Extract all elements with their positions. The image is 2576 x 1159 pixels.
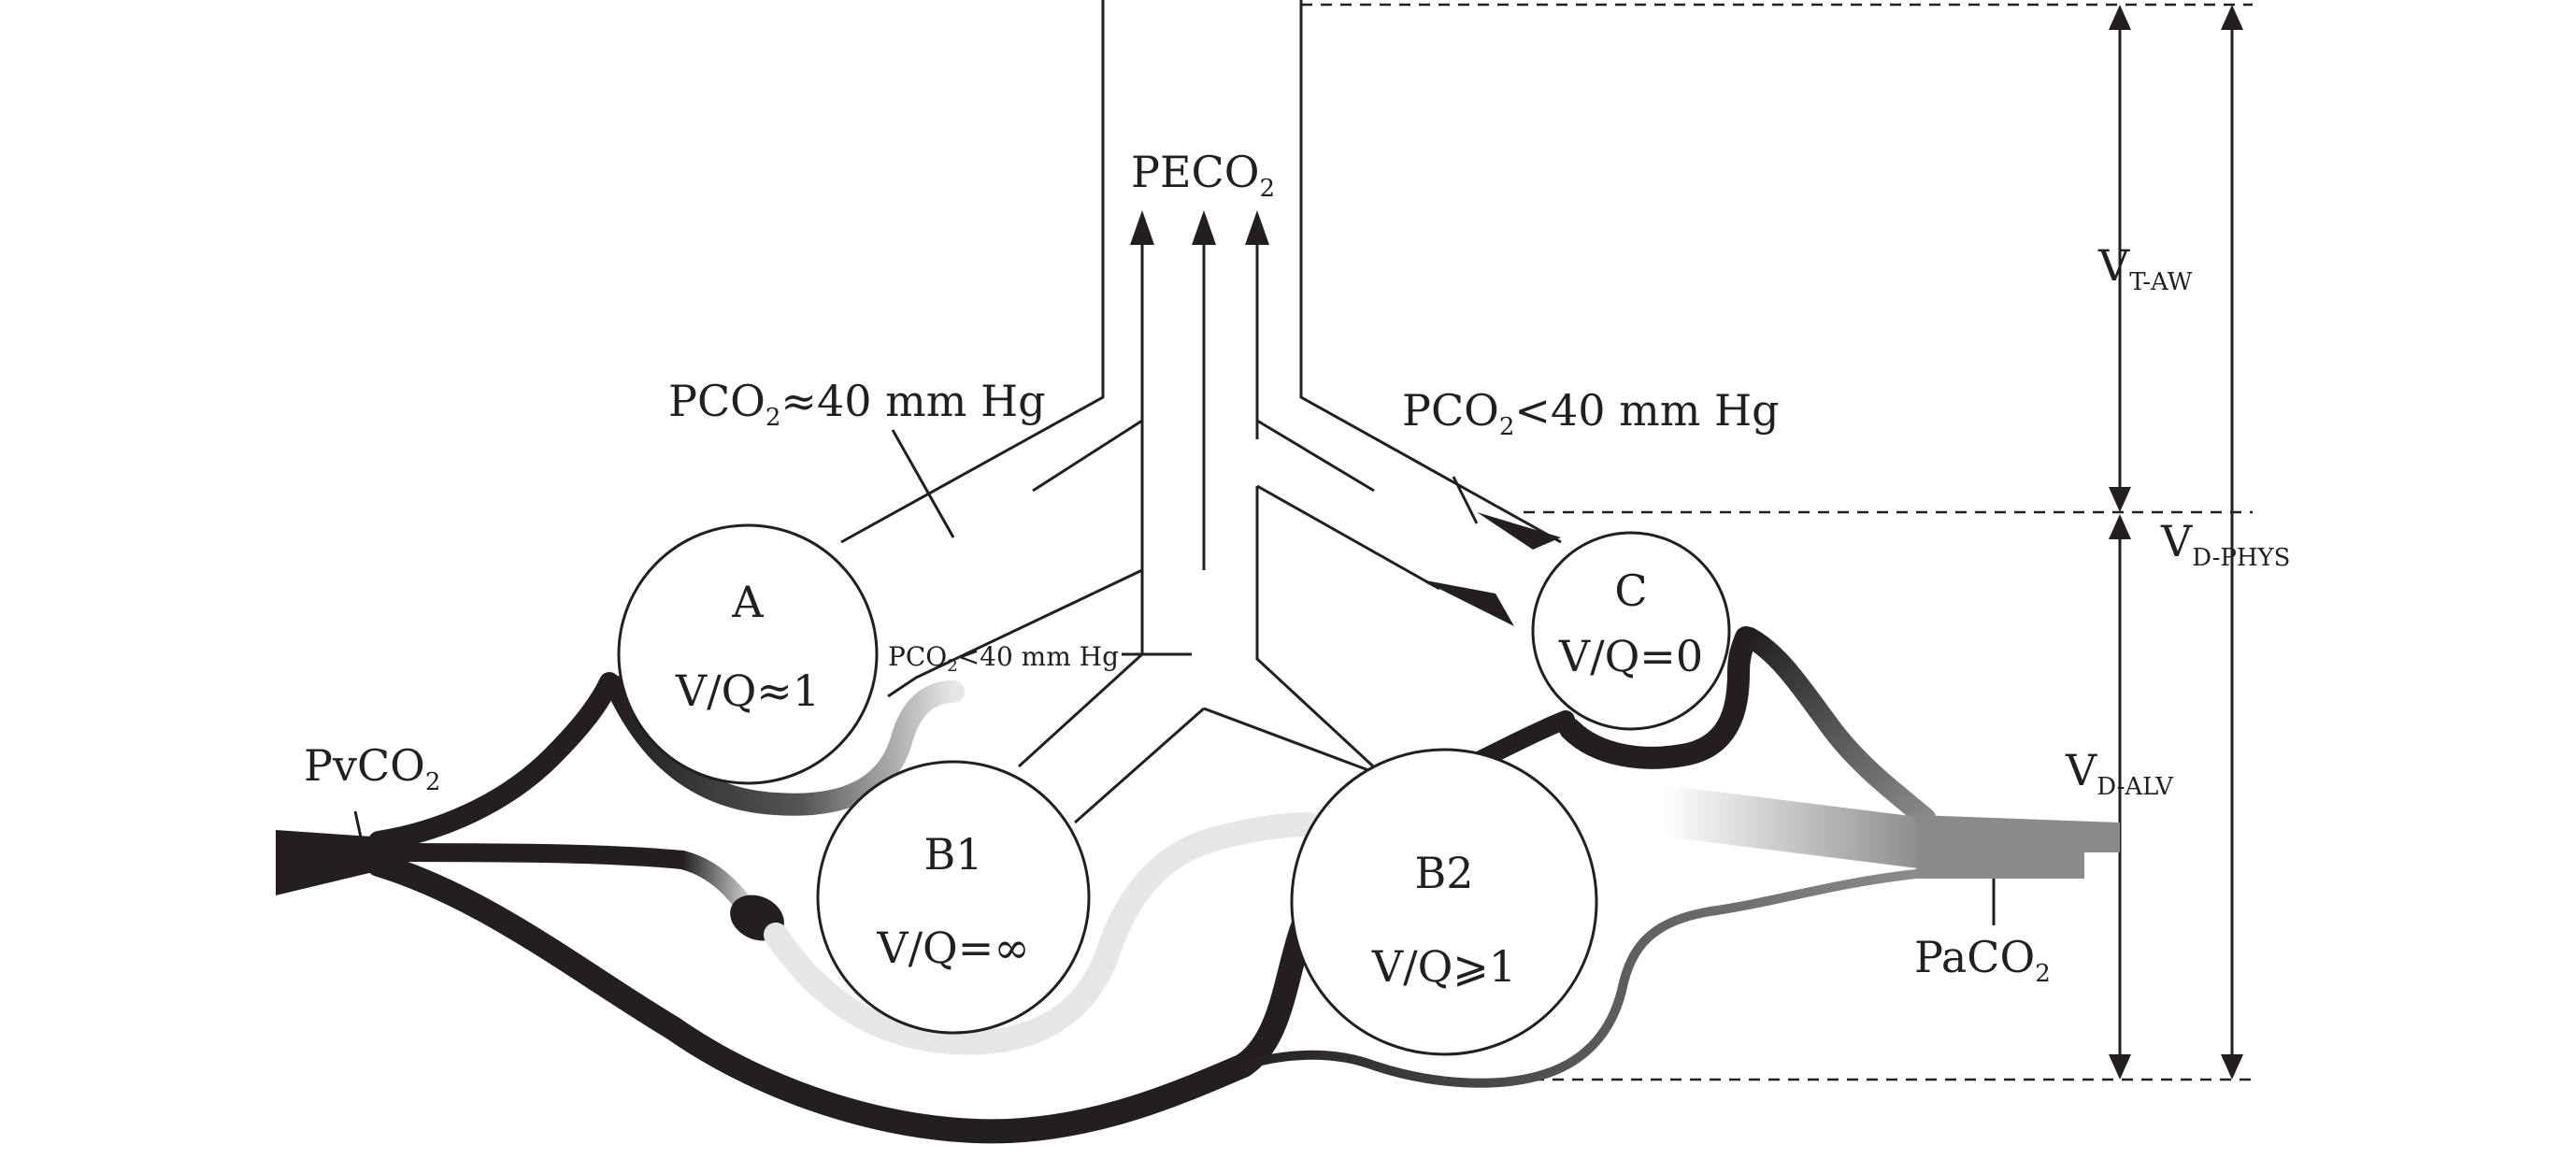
- alveolus-c-vq: V/Q=0: [1558, 631, 1703, 681]
- vd-alv-arrow: [2109, 514, 2131, 1080]
- capillary-c-outer: [1739, 627, 1936, 828]
- vessel-to-a: [368, 672, 620, 851]
- capillary-a: [606, 676, 965, 816]
- alveolus-b2: B2 V/Q⩾1: [1290, 748, 1598, 1056]
- peco2-label: PECO2: [1131, 147, 1275, 203]
- alveolus-b1-vq: V/Q=∞: [876, 923, 1029, 973]
- vt-aw-arrow: [2109, 5, 2131, 512]
- alveolus-b1: B1 V/Q=∞: [816, 760, 1091, 1035]
- alveolus-b1-label: B1: [923, 829, 982, 880]
- pvco2-label: PvCO2: [304, 740, 440, 796]
- reference-lines: [1301, 3, 2253, 1081]
- vd-phys-arrow: [2221, 5, 2243, 1080]
- pco2-b-label: PCO2<40 mm Hg: [888, 641, 1119, 676]
- right-branch-lower: [1255, 486, 1385, 778]
- paco2-label: PaCO2: [1914, 932, 2051, 988]
- expired-flow-arrows: [1130, 210, 1269, 421]
- arterial-trunk: [1916, 815, 2120, 852]
- alveolus-a: A V/Q≈1: [617, 523, 879, 785]
- leader-lines: [353, 429, 1996, 925]
- obstruction-lower: [1421, 580, 1514, 626]
- arterial-mix: [1664, 785, 1925, 869]
- airways: [840, 0, 1562, 824]
- vessel-to-b1: [369, 843, 692, 869]
- alveolus-c: C V/Q=0: [1531, 531, 1731, 731]
- b2-airway: [1203, 707, 1384, 778]
- vessel-to-b2: [366, 852, 1321, 1144]
- venous-trunk: [276, 830, 385, 895]
- trachea-right-wall: [1299, 0, 1562, 544]
- vd-alv-label: VD-ALV: [2065, 745, 2174, 801]
- right-branch-to-c: [1256, 484, 1440, 591]
- left-branch-outer: [1032, 419, 1143, 493]
- vd-phys-label: VD-PHYS: [2160, 516, 2291, 572]
- obstruction-upper: [1477, 512, 1561, 550]
- vt-aw-label: VT-AW: [2097, 240, 2193, 296]
- trachea-left-wall: [840, 0, 1105, 544]
- right-branch-outer: [1256, 419, 1375, 493]
- blood-vessels: [276, 626, 2120, 1144]
- arterial-trunk-lower: [1916, 852, 2084, 879]
- alveolus-b2-vq: V/Q⩾1: [1371, 941, 1516, 992]
- alveolus-a-label: A: [731, 577, 764, 627]
- alveolus-c-label: C: [1614, 565, 1647, 616]
- pco2-c-label: PCO2<40 mm Hg: [1402, 385, 1780, 441]
- alveolus-b2-label: B2: [1414, 848, 1473, 898]
- capillary-b1: [764, 812, 1321, 1055]
- capillary-c-inner: [1559, 626, 1757, 769]
- alveolus-a-vq: V/Q≈1: [675, 665, 820, 716]
- capillary-b2: [1238, 869, 1921, 1088]
- left-branch-lower: [887, 439, 1144, 698]
- pco2-a-label: PCO2≈40 mm Hg: [668, 376, 1046, 432]
- b1-airway-right: [1074, 707, 1205, 824]
